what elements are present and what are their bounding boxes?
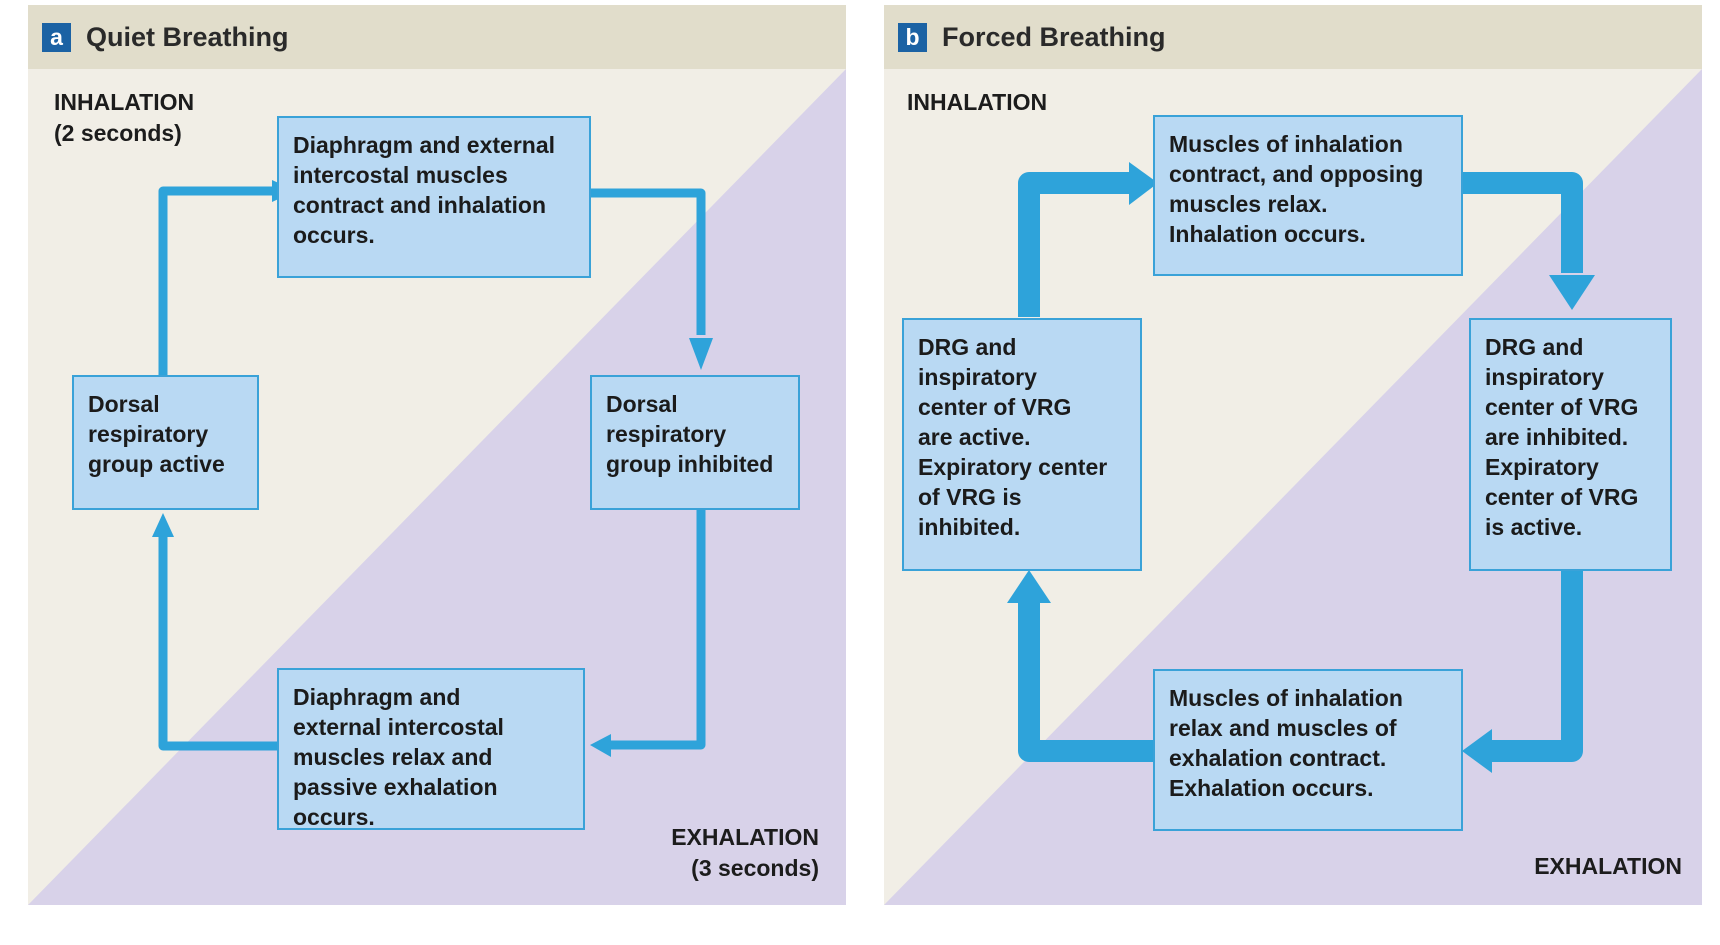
panel-a-box-drg-active: Dorsal respiratory group active	[72, 375, 259, 510]
panel-b-box-exhalation: Muscles of inhalation relax and muscles …	[1153, 669, 1463, 831]
panel-b-badge: b	[898, 23, 927, 52]
panel-b-title: Forced Breathing	[942, 22, 1166, 52]
panel-a-arrow-bottom-to-left	[158, 535, 278, 751]
panel-a-badge: a	[42, 23, 71, 52]
panel-b-box-drg-inhibited: DRG and inspiratory center of VRG are in…	[1469, 318, 1672, 571]
panel-b-arrowhead-right	[1129, 162, 1158, 205]
panel-b-arrow-left-to-top	[1018, 172, 1132, 317]
panel-a-title: Quiet Breathing	[86, 22, 289, 52]
panel-a-arrow-left-to-top	[158, 186, 272, 377]
panel-a-box-drg-inhibited: Dorsal respiratory group inhibited	[590, 375, 800, 510]
panel-b-exhalation-label: EXHALATION	[1534, 853, 1682, 879]
panel-a-arrow-right-to-bottom	[608, 510, 706, 750]
panel-a-inhalation-label: INHALATION (2 seconds)	[54, 89, 195, 146]
panel-a-header: a Quiet Breathing	[28, 5, 846, 69]
panel-b-arrowhead-down	[1549, 275, 1595, 310]
panel-a-arrow-top-to-right	[590, 188, 706, 335]
panel-b-arrowhead-left	[1462, 729, 1492, 773]
panel-b-box-inhalation: Muscles of inhalation contract, and oppo…	[1153, 115, 1463, 276]
panel-b-header: b Forced Breathing	[884, 5, 1702, 69]
panel-b-arrow-bottom-to-left	[1018, 603, 1153, 762]
panel-a-exhalation-label: EXHALATION (3 seconds)	[671, 824, 819, 881]
quiet-breathing-panel: a Quiet Breathing INHALATION (2 seconds)…	[28, 5, 846, 905]
forced-breathing-panel: b Forced Breathing INHALATION EXHALATION…	[884, 5, 1702, 905]
panel-b-arrowhead-up	[1007, 570, 1051, 603]
panel-a-box-inhalation: Diaphragm and external intercostal muscl…	[277, 116, 591, 278]
panel-a-arrowhead-down	[689, 338, 713, 370]
panel-b-box-drg-active: DRG and inspiratory center of VRG are ac…	[902, 318, 1142, 571]
panel-b-arrow-right-to-bottom	[1490, 568, 1583, 762]
panel-a-box-exhalation: Diaphragm and external intercostal muscl…	[277, 668, 585, 830]
panel-b-arrow-top-to-right	[1462, 172, 1583, 273]
panel-a-arrowhead-left	[590, 734, 611, 757]
panel-b-inhalation-label: INHALATION	[907, 89, 1048, 115]
panel-a-arrowhead-up	[152, 513, 174, 537]
panel-b-cycle-arrows	[1007, 162, 1595, 773]
